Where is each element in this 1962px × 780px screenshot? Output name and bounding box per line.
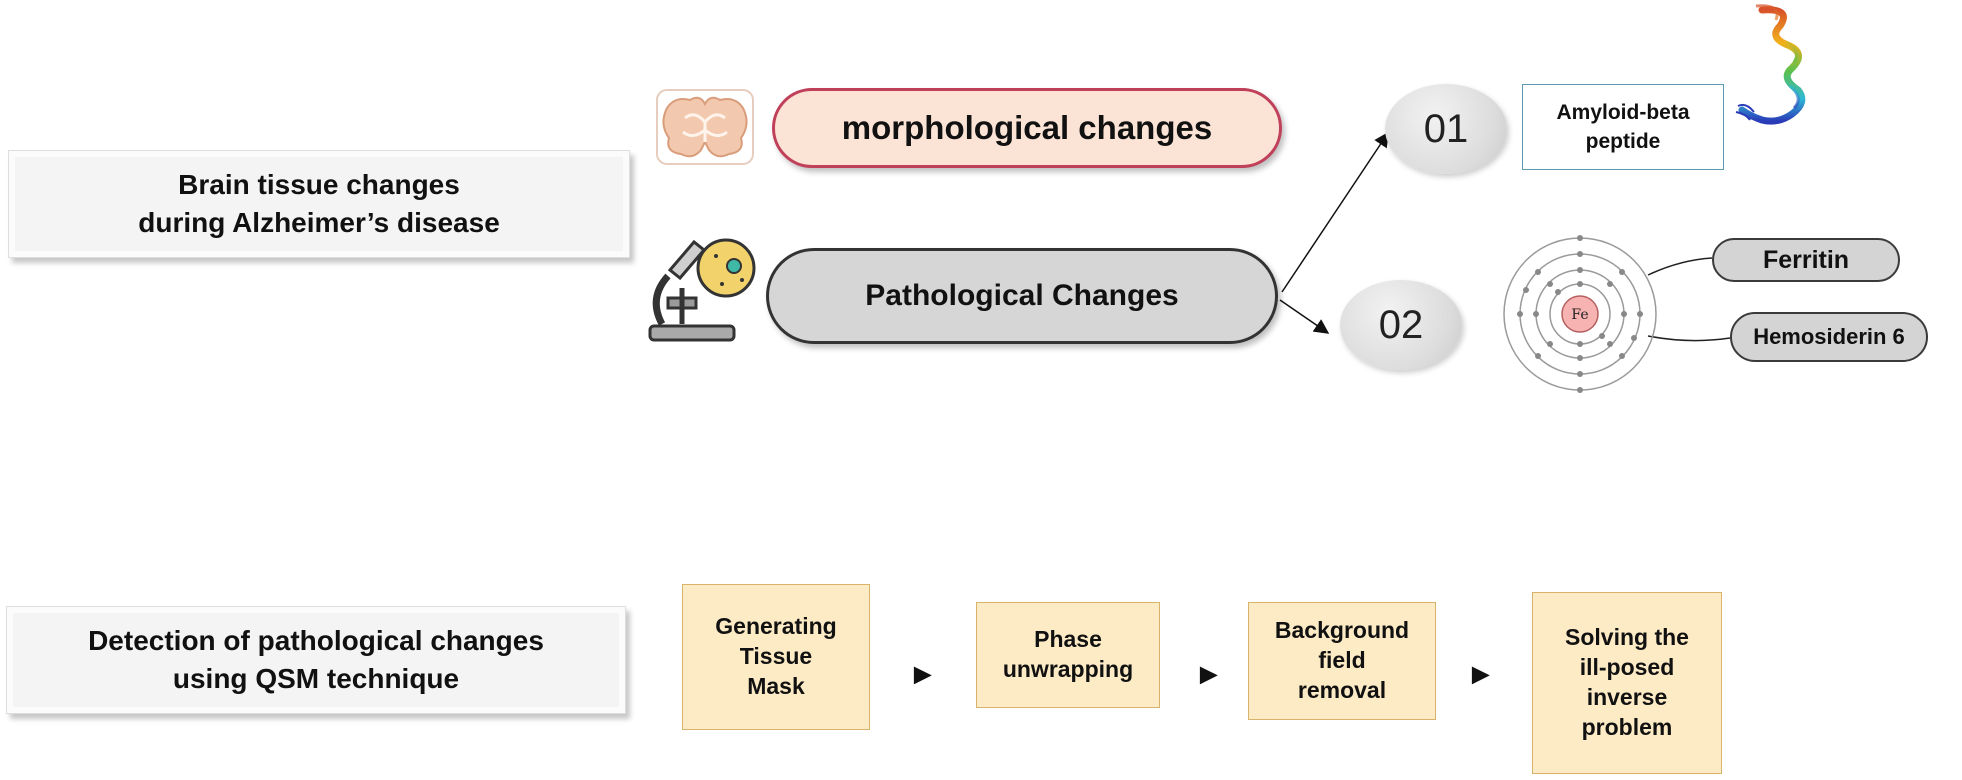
step-background-field-removal: Background field removal (1248, 602, 1436, 720)
link-ferritin (1647, 257, 1713, 276)
amyloid-beta-box: Amyloid-beta peptide (1522, 84, 1724, 170)
step-solving-ill-posed-inverse-problem: Solving the ill-posed inverse problem (1532, 592, 1722, 774)
detection-qsm-box: Detection of pathological changes using … (6, 606, 626, 714)
brain-section-icon (655, 88, 755, 166)
pipeline-arrow-2: ► (1194, 658, 1224, 691)
morphological-changes-pill: morphological changes (772, 88, 1282, 168)
fe-label: Fe (1571, 307, 1588, 323)
arrow-to-02 (1279, 299, 1330, 334)
hemosiderin-pill: Hemosiderin 6 (1730, 312, 1928, 362)
iron-atom-icon: Fe (1500, 234, 1660, 394)
step-generating-tissue-mask: Generating Tissue Mask (682, 584, 870, 730)
marker-02: 02 (1340, 280, 1462, 370)
pathological-changes-pill: Pathological Changes (766, 248, 1278, 344)
protein-structure-icon (1732, 2, 1812, 152)
ferritin-pill: Ferritin (1712, 238, 1900, 282)
link-hemosiderin (1647, 335, 1731, 342)
arrow-to-01 (1281, 131, 1389, 293)
step-phase-unwrapping: Phase unwrapping (976, 602, 1160, 708)
pipeline-arrow-1: ► (908, 658, 938, 691)
marker-01: 01 (1385, 84, 1507, 174)
pipeline-arrow-3: ► (1466, 658, 1496, 691)
brain-tissue-changes-box: Brain tissue changes during Alzheimer’s … (8, 150, 630, 258)
microscope-icon (642, 228, 762, 346)
